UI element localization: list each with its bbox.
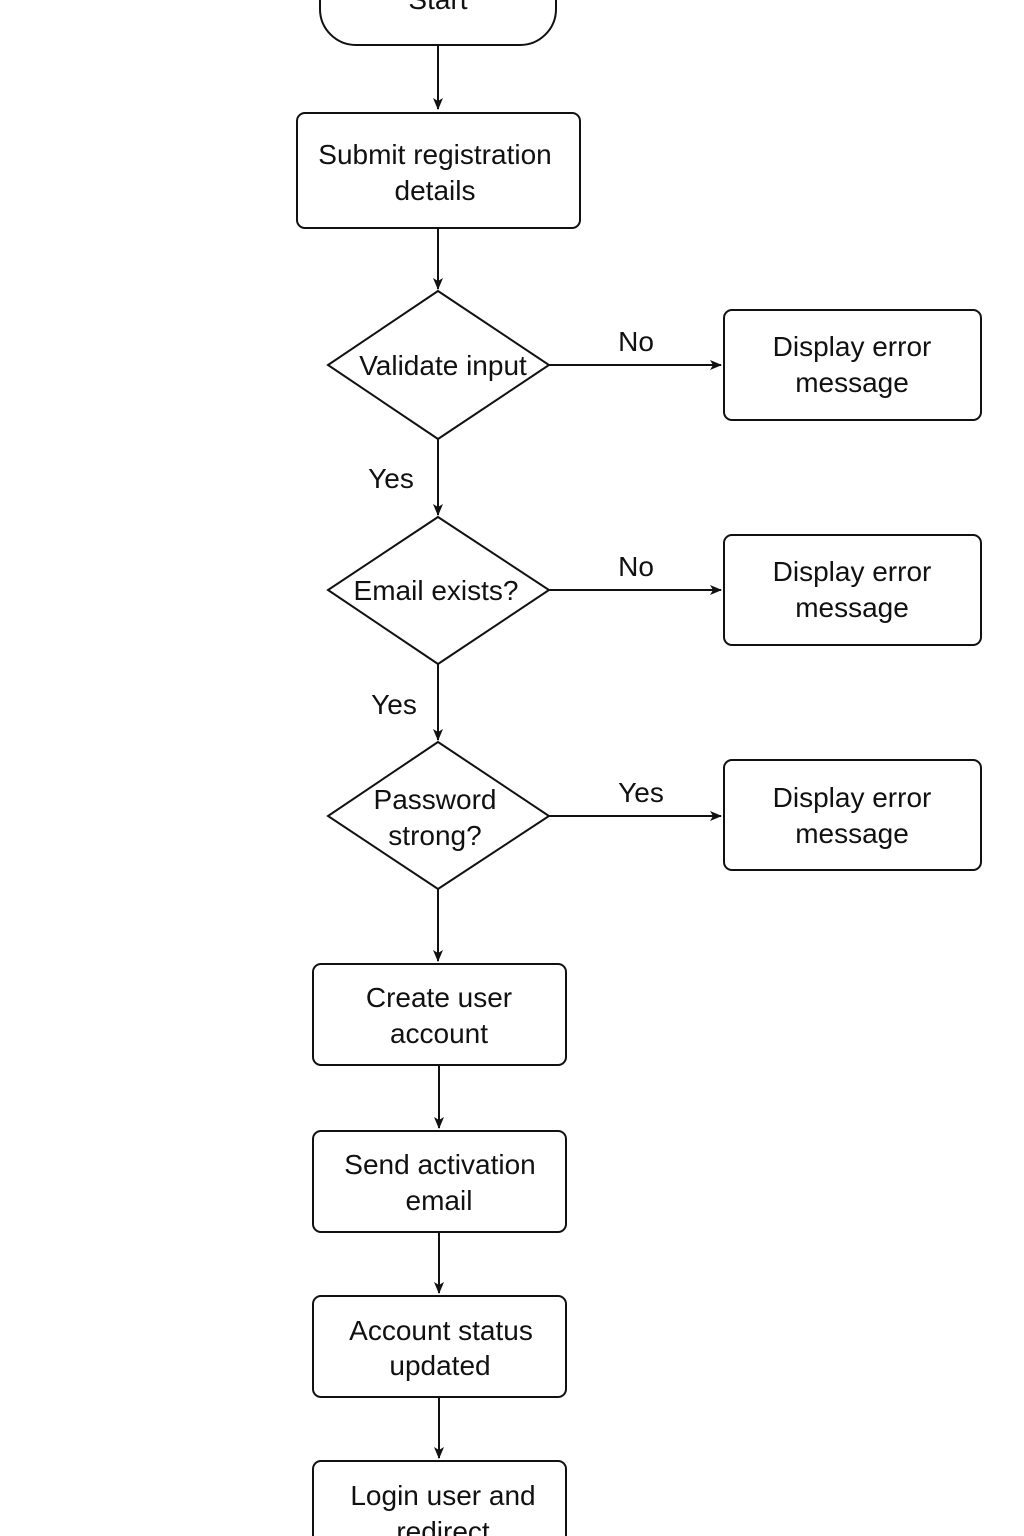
email-exists-decision: Email exists? <box>326 515 551 666</box>
validate-yes-label: Yes <box>368 463 414 494</box>
validate-input-decision: Validate input <box>326 289 551 441</box>
account-status-updated-box: Account status updated <box>312 1295 567 1398</box>
status-updated-line2: updated <box>389 1350 490 1381</box>
status-updated-line1: Account status <box>349 1315 533 1346</box>
send-activation-line1: Send activation <box>344 1149 535 1180</box>
error-box-2-line2: message <box>795 592 909 623</box>
validate-no-label: No <box>618 326 654 357</box>
create-account-line2: account <box>390 1018 488 1049</box>
email-exists-label: Email exists? <box>354 575 519 606</box>
display-error-box-2: Display error message <box>723 534 982 646</box>
start-terminal: Start <box>319 0 557 46</box>
email-yes-label: Yes <box>371 689 417 720</box>
error-box-3-line1: Display error <box>773 782 932 813</box>
display-error-box-3: Display error message <box>723 759 982 871</box>
submit-registration-line2: details <box>395 175 476 206</box>
submit-registration-box: Submit registration details <box>296 112 581 229</box>
password-strong-decision: Password strong? <box>326 740 551 891</box>
email-no-label: No <box>618 551 654 582</box>
login-redirect-box: Login user and redirect <box>312 1460 567 1536</box>
error-box-2-line1: Display error <box>773 556 932 587</box>
error-box-1-line2: message <box>795 367 909 398</box>
display-error-box-1: Display error message <box>723 309 982 421</box>
password-strong-line1: Password <box>374 784 497 815</box>
create-account-line1: Create user <box>366 982 512 1013</box>
send-activation-email-box: Send activation email <box>312 1130 567 1233</box>
start-label: Start <box>408 0 467 15</box>
send-activation-line2: email <box>406 1185 473 1216</box>
login-redirect-line2: redirect <box>396 1516 490 1536</box>
password-yes-label: Yes <box>618 777 664 808</box>
create-user-account-box: Create user account <box>312 963 567 1066</box>
error-box-1-line1: Display error <box>773 331 932 362</box>
login-redirect-line1: Login user and <box>350 1480 535 1511</box>
validate-input-label: Validate input <box>359 350 527 381</box>
password-strong-line2: strong? <box>388 820 481 851</box>
error-box-3-line2: message <box>795 818 909 849</box>
submit-registration-line1: Submit registration <box>318 139 551 170</box>
